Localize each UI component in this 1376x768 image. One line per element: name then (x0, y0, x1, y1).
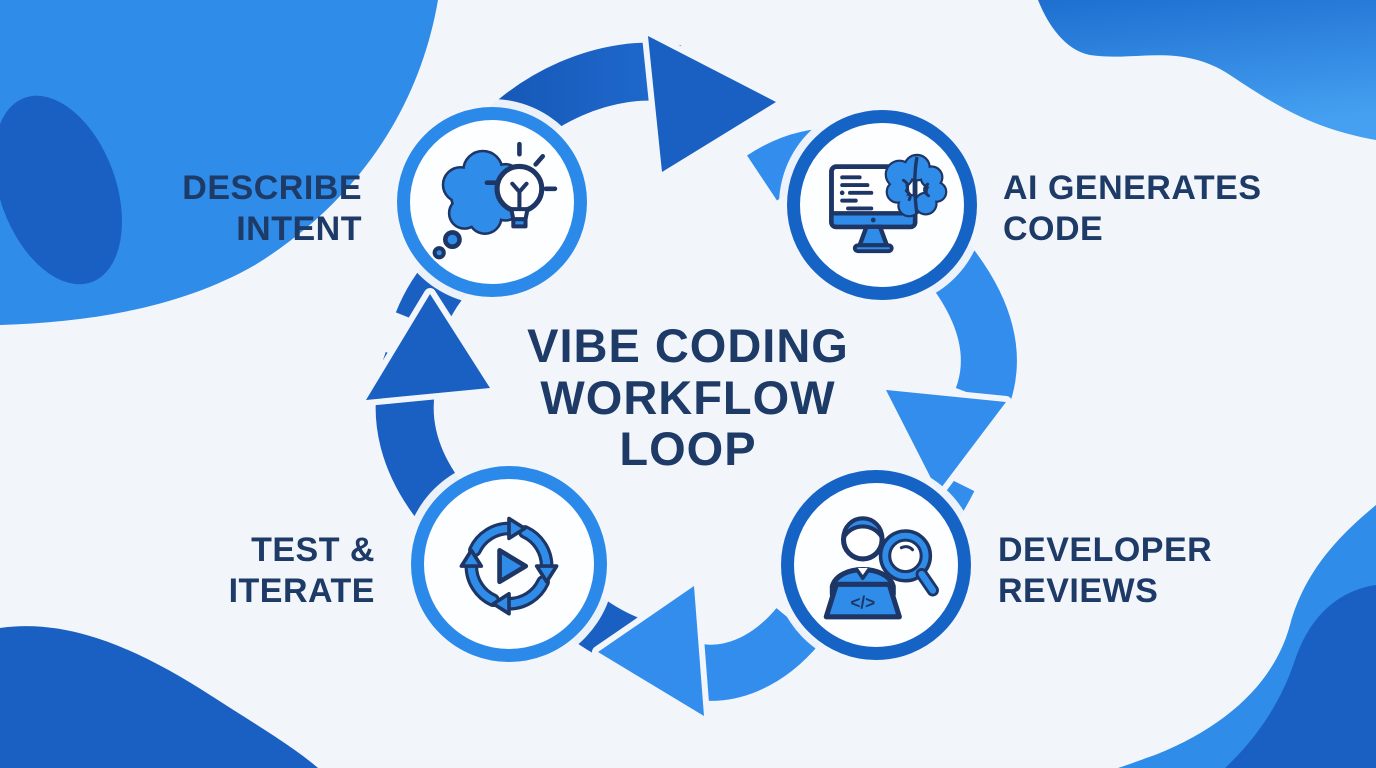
diagram-title: VIBE CODING WORKFLOW LOOP (468, 320, 908, 475)
laptop-code-symbol: </> (850, 593, 875, 613)
stage-node-developer-reviews: </> (781, 470, 971, 660)
arrow-right-head (880, 384, 1012, 498)
stage-node-ai-generates-code (787, 110, 977, 300)
corner-blob-top-left-dark (0, 95, 122, 285)
play-icon (497, 548, 529, 585)
corner-blob-bottom-right-dark (1225, 585, 1376, 768)
magnifier-handle (918, 570, 937, 594)
stage-node-test-iterate (411, 466, 607, 662)
stage-label-ai-generates-code: AI GENERATES CODE (1003, 169, 1262, 248)
person-hair (841, 516, 885, 540)
arrow-right-band (925, 244, 1017, 408)
arrow-top-head (642, 30, 782, 178)
diagram-title-line-2: WORKFLOW (540, 370, 836, 424)
stage-label-test-iterate: TEST & ITERATE (228, 531, 375, 610)
monitor-brain-icon (829, 153, 948, 254)
stage-label-developer-reviews: DEVELOPER REVIEWS (998, 531, 1213, 610)
arrow-bottom-head (592, 580, 710, 722)
diagram-title-line-3: LOOP (619, 422, 757, 476)
stage-node-describe-intent (397, 107, 587, 297)
thought-bubble-lightbulb-icon (432, 141, 558, 260)
laptop (823, 581, 902, 620)
corner-blob-bottom-left (0, 626, 318, 768)
loop-play-icon (459, 516, 559, 616)
arrow-left-head (360, 288, 496, 406)
developer-magnifier-icon: </> (823, 516, 939, 620)
stage-label-describe-intent: DESCRIBE INTENT (182, 169, 362, 248)
diagram-title-line-1: VIBE CODING (527, 319, 849, 372)
corner-blob-top-right (1038, 0, 1376, 140)
